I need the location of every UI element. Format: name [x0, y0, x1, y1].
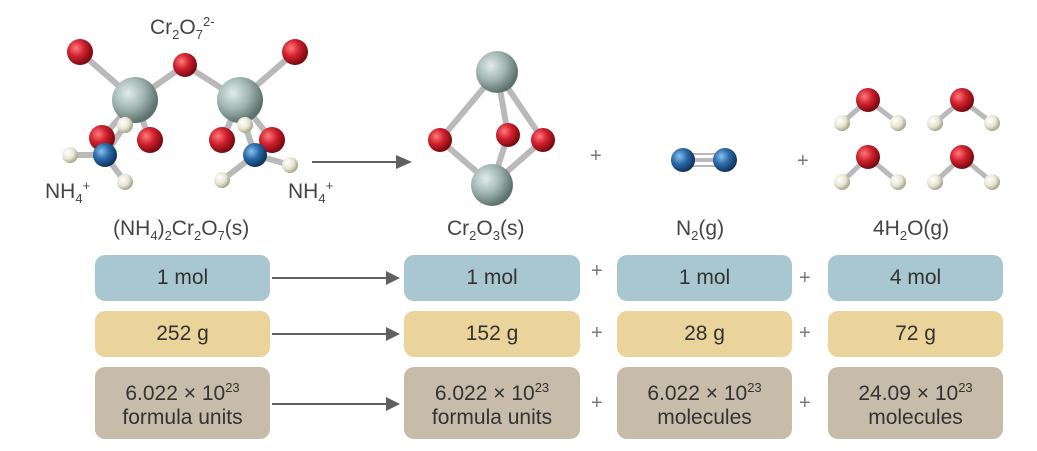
dichromate-label: Cr2O72- — [150, 14, 215, 43]
plus-sign: + — [590, 145, 602, 167]
dichromate-atoms — [62, 39, 308, 190]
count-chromium-oxide-box: 6.022 × 1023 formula units — [404, 367, 580, 439]
moles-water-box: 4 mol — [828, 255, 1003, 301]
plus-sign: + — [591, 392, 603, 414]
water-molecules — [834, 88, 1000, 190]
nitrogen-molecule — [671, 148, 737, 172]
arrow — [272, 271, 400, 285]
mass-nitrogen-box: 28 g — [617, 311, 792, 357]
count-water-box: 24.09 × 1023 molecules — [828, 367, 1003, 439]
mass-reactant-box: 252 g — [95, 311, 270, 357]
plus-sign: + — [799, 322, 811, 344]
plus-sign: + — [591, 260, 603, 282]
mass-water-box: 72 g — [828, 311, 1003, 357]
plus-sign: + — [799, 392, 811, 414]
arrow — [272, 327, 400, 341]
mass-chromium-oxide-box: 152 g — [404, 311, 580, 357]
reaction-arrow — [312, 155, 412, 169]
formula-water: 4H2O(g) — [873, 217, 950, 244]
count-nitrogen-box: 6.022 × 1023 molecules — [617, 367, 792, 439]
arrow — [272, 397, 400, 411]
moles-chromium-oxide-box: 1 mol — [404, 255, 580, 301]
ammonium-label-left: NH4+ — [45, 178, 91, 207]
moles-nitrogen-box: 1 mol — [617, 255, 792, 301]
formula-chromium-oxide: Cr2O3(s) — [447, 217, 525, 244]
moles-reactant-box: 1 mol — [95, 255, 270, 301]
count-reactant-box: 6.022 × 1023 formula units — [95, 367, 270, 439]
formula-reactant: (NH4)2Cr2O7(s) — [113, 217, 250, 244]
plus-sign: + — [591, 322, 603, 344]
plus-sign: + — [797, 150, 809, 172]
ammonium-label-right: NH4+ — [288, 178, 334, 207]
chromium-oxide-molecule — [428, 51, 555, 206]
formula-nitrogen: N2(g) — [676, 217, 725, 244]
plus-sign: + — [799, 267, 811, 289]
water-molecule — [840, 98, 994, 184]
